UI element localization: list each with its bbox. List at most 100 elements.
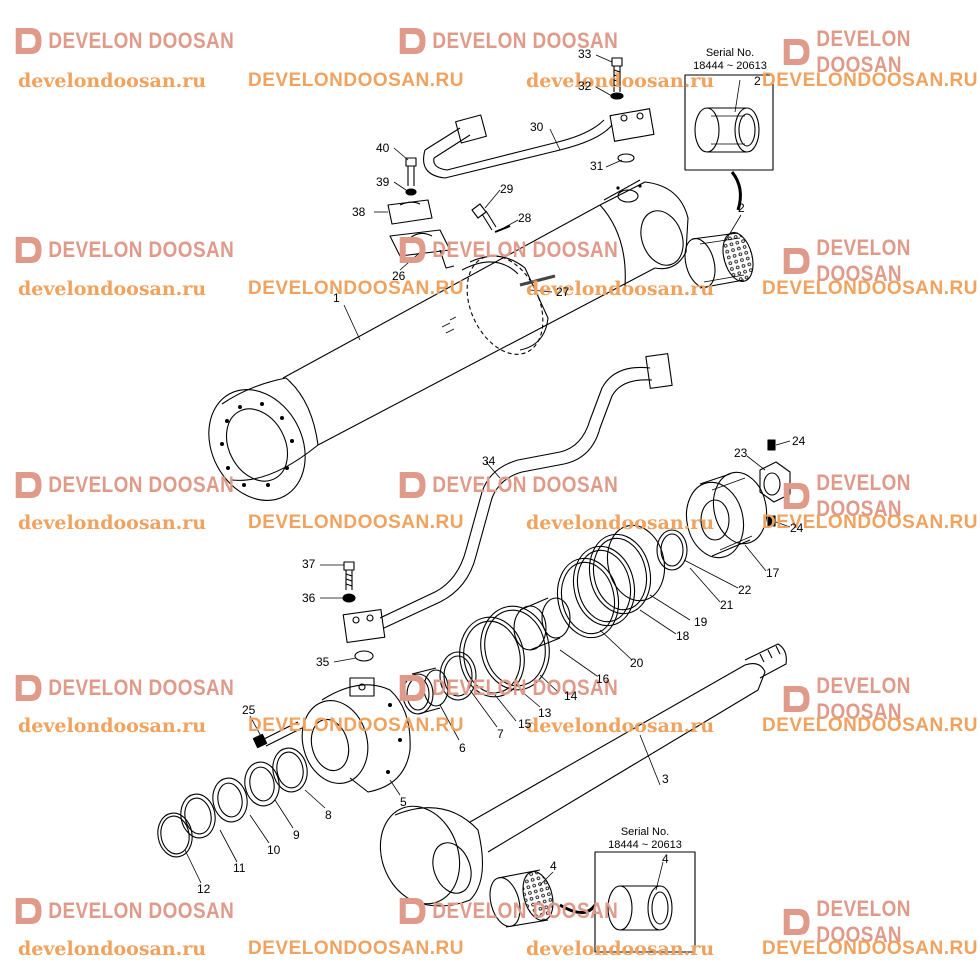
brand-mark-icon: [783, 248, 810, 274]
callout-label: 22: [738, 583, 752, 597]
callout-label: 33: [578, 47, 592, 61]
brand-logo-watermark: DEVELON DOOSAN: [782, 235, 952, 287]
callout-label: 13: [538, 706, 552, 720]
callout-label: 9: [293, 828, 300, 842]
inset-title: Serial No.: [705, 47, 755, 59]
url-watermark: develondoosan.ru: [526, 70, 715, 92]
brand-mark-icon: [399, 898, 426, 924]
url-watermark: DEVELONDOOSAN.RU: [248, 278, 464, 299]
brand-logo-watermark: DEVELON DOOSAN: [14, 673, 234, 703]
callout-label: 28: [518, 211, 532, 225]
brand-mark-icon: [15, 237, 42, 263]
url-watermark: develondoosan.ru: [526, 278, 715, 300]
piston-17: [685, 471, 768, 559]
callout-label: 24: [790, 521, 804, 535]
brand-logo-watermark: DEVELON DOOSAN: [398, 235, 618, 265]
callout-label: 2: [738, 201, 745, 215]
brand-logo-watermark: DEVELON DOOSAN: [398, 896, 618, 926]
url-watermark: DEVELONDOOSAN.RU: [762, 938, 978, 959]
callout-label: 39: [376, 175, 390, 189]
url-watermark: DEVELONDOOSAN.RU: [762, 70, 978, 91]
brand-mark-icon: [399, 675, 426, 701]
nut-23: [759, 439, 791, 527]
callout-label: 34: [482, 454, 496, 468]
url-watermark: DEVELONDOOSAN.RU: [248, 938, 464, 959]
callout-label: 3: [662, 772, 669, 786]
brand-mark-icon: [399, 28, 426, 54]
callout-label: 24: [792, 434, 806, 448]
brand-logo-watermark: DEVELON DOOSAN: [398, 470, 618, 500]
piston-rings: [556, 524, 666, 639]
bushing-2: [684, 232, 754, 289]
url-watermark: DEVELONDOOSAN.RU: [762, 278, 978, 299]
url-watermark: develondoosan.ru: [18, 715, 207, 737]
callout-label: 8: [325, 808, 332, 822]
callout-label: 18: [676, 629, 690, 643]
brand-mark-icon: [783, 39, 810, 65]
callout-label: 37: [302, 557, 316, 571]
callout-label: 16: [596, 672, 610, 686]
url-watermark: develondoosan.ru: [526, 715, 715, 737]
callout-label: 7: [497, 727, 504, 741]
url-watermark: DEVELONDOOSAN.RU: [248, 512, 464, 533]
url-watermark: DEVELONDOOSAN.RU: [762, 715, 978, 736]
url-watermark: develondoosan.ru: [18, 70, 207, 92]
url-watermark: develondoosan.ru: [526, 512, 715, 534]
callout-label: 27: [556, 285, 570, 299]
url-watermark: DEVELONDOOSAN.RU: [762, 512, 978, 533]
callout-label: 19: [694, 615, 708, 629]
brand-mark-icon: [399, 237, 426, 263]
callout-label: 2: [754, 74, 761, 88]
url-watermark: develondoosan.ru: [18, 512, 207, 534]
cushion-ring-16: [513, 597, 571, 651]
inset-bushing-4: [607, 885, 673, 931]
callout-label: 11: [233, 861, 246, 875]
callout-label: 4: [550, 859, 557, 873]
callout-label: 31: [590, 159, 604, 173]
ring-21: [656, 529, 688, 571]
brand-mark-icon: [15, 898, 42, 924]
callout-label: 32: [578, 79, 592, 93]
pipe-assembly-30: [423, 108, 655, 179]
callout-label: 35: [316, 655, 330, 669]
brand-logo-watermark: DEVELON DOOSAN: [398, 26, 618, 56]
callout-label: 26: [392, 269, 406, 283]
bolt-33: [610, 57, 624, 100]
inset-title: Serial No.: [620, 826, 670, 838]
brand-logo-watermark: DEVELON DOOSAN: [782, 26, 952, 78]
rod-cover-5: [301, 677, 411, 793]
brand-logo-watermark: DEVELON DOOSAN: [398, 673, 618, 703]
callout-label: 10: [267, 843, 281, 857]
callout-label: 36: [302, 591, 316, 605]
brand-logo-watermark: DEVELON DOOSAN: [14, 470, 234, 500]
callout-label: 17: [766, 566, 780, 580]
brand-mark-icon: [15, 28, 42, 54]
leader-lines: [184, 54, 791, 891]
brand-mark-icon: [15, 472, 42, 498]
callout-label: 4: [662, 852, 669, 866]
url-watermark: DEVELONDOOSAN.RU: [248, 70, 464, 91]
url-watermark: develondoosan.ru: [526, 938, 715, 960]
callout-label: 23: [734, 446, 748, 460]
brand-mark-icon: [783, 686, 810, 712]
inset-bushing-2: [694, 107, 760, 153]
seal-set: [157, 747, 308, 858]
brand-mark-icon: [15, 675, 42, 701]
callout-label: 5: [400, 795, 407, 809]
callout-label: 25: [242, 703, 256, 717]
brand-mark-icon: [783, 483, 810, 509]
callout-label: 14: [564, 689, 578, 703]
inset-box-2: [594, 851, 696, 953]
callout-label: 30: [530, 120, 544, 134]
pipe-34: [342, 353, 673, 644]
bushing-4: [489, 869, 554, 928]
callout-label: 1: [333, 291, 340, 305]
brand-logo-watermark: DEVELON DOOSAN: [14, 896, 234, 926]
inset-serial-range: 18444 ~ 20613: [693, 60, 767, 72]
brand-mark-icon: [399, 472, 426, 498]
url-watermark: develondoosan.ru: [18, 938, 207, 960]
brand-logo-watermark: DEVELON DOOSAN: [14, 235, 234, 265]
callout-label: 20: [630, 656, 644, 670]
